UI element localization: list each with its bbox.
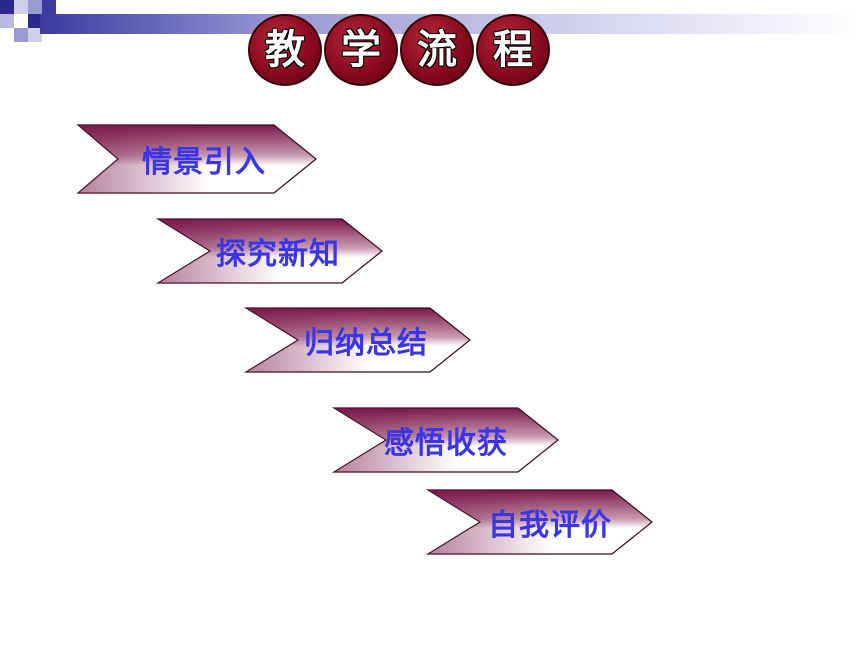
- flow-step-3: 归纳总结: [243, 307, 472, 373]
- flow-step-label: 情景引入: [142, 145, 266, 180]
- title-char: 流: [400, 14, 474, 86]
- chevron-arrow-icon: [155, 218, 383, 284]
- page-title: 教 学 流 程: [248, 14, 558, 86]
- flow-step-label: 探究新知: [216, 237, 340, 272]
- title-char: 教: [248, 14, 322, 86]
- flow-step-4: 感悟收获: [331, 407, 560, 473]
- flow-step-5: 自我评价: [425, 489, 654, 555]
- title-char: 程: [476, 14, 550, 86]
- title-char: 学: [324, 14, 398, 86]
- chevron-arrow-icon: [331, 407, 559, 473]
- flow-step-2: 探究新知: [155, 218, 384, 284]
- flow-step-label: 自我评价: [488, 508, 612, 543]
- chevron-arrow-icon: [425, 489, 653, 555]
- flow-step-label: 归纳总结: [304, 326, 428, 361]
- chevron-arrow-icon: [76, 124, 317, 194]
- corner-decoration: [0, 0, 80, 50]
- chevron-arrow-icon: [243, 307, 471, 373]
- flow-step-1: 情景引入: [76, 124, 318, 194]
- flow-step-label: 感悟收获: [384, 426, 508, 461]
